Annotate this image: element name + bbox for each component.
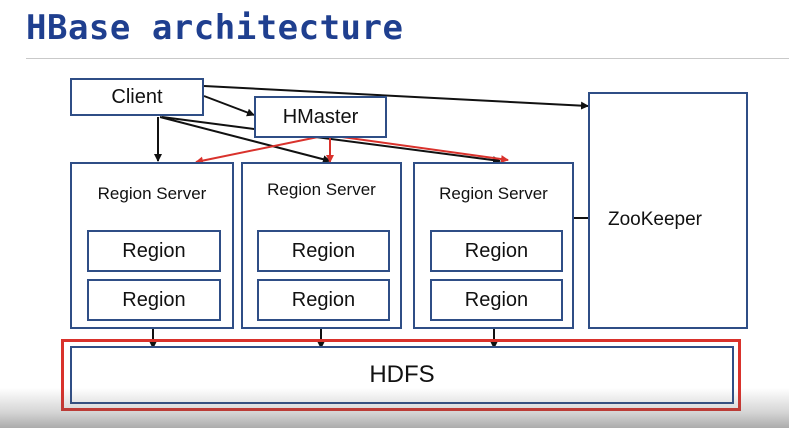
arrow-hmaster-rs3 xyxy=(341,136,509,164)
hmaster-box: HMaster xyxy=(254,96,387,138)
region-box: Region xyxy=(87,279,221,321)
region-server-2: Region Server Region Region xyxy=(241,162,402,329)
region-server-label: Region Server xyxy=(97,184,207,203)
region-server-3: Region Server Region Region xyxy=(413,162,574,329)
arrow-client-hmaster xyxy=(203,95,255,117)
region-box: Region xyxy=(257,230,390,272)
region-label: Region xyxy=(464,239,529,262)
page-title: HBase architecture xyxy=(26,8,404,48)
region-label: Region xyxy=(291,239,356,262)
client-box: Client xyxy=(70,78,204,116)
hdfs-label: HDFS xyxy=(369,361,435,388)
region-box: Region xyxy=(430,230,563,272)
region-label: Region xyxy=(122,239,186,262)
arrow-client-rs2 xyxy=(159,116,331,164)
arrow-hmaster-rs1 xyxy=(195,136,319,165)
zookeeper-label: ZooKeeper xyxy=(608,209,703,230)
title-divider xyxy=(26,58,789,59)
region-box: Region xyxy=(430,279,563,321)
hdfs-highlight-frame xyxy=(61,339,741,411)
region-label: Region xyxy=(122,288,186,311)
region-label: Region xyxy=(464,288,529,311)
region-server-label: Region Server xyxy=(267,180,376,199)
region-server-1: Region Server Region Region xyxy=(70,162,234,329)
zookeeper-box: ZooKeeper xyxy=(588,92,748,329)
region-server-label: Region Server xyxy=(439,184,548,203)
client-label: Client xyxy=(111,85,163,108)
region-label: Region xyxy=(291,288,356,311)
region-box: Region xyxy=(87,230,221,272)
hmaster-label: HMaster xyxy=(282,105,359,128)
hdfs-box: HDFS xyxy=(70,346,734,404)
arrow-client-zookeeper xyxy=(203,85,589,110)
region-box: Region xyxy=(257,279,390,321)
